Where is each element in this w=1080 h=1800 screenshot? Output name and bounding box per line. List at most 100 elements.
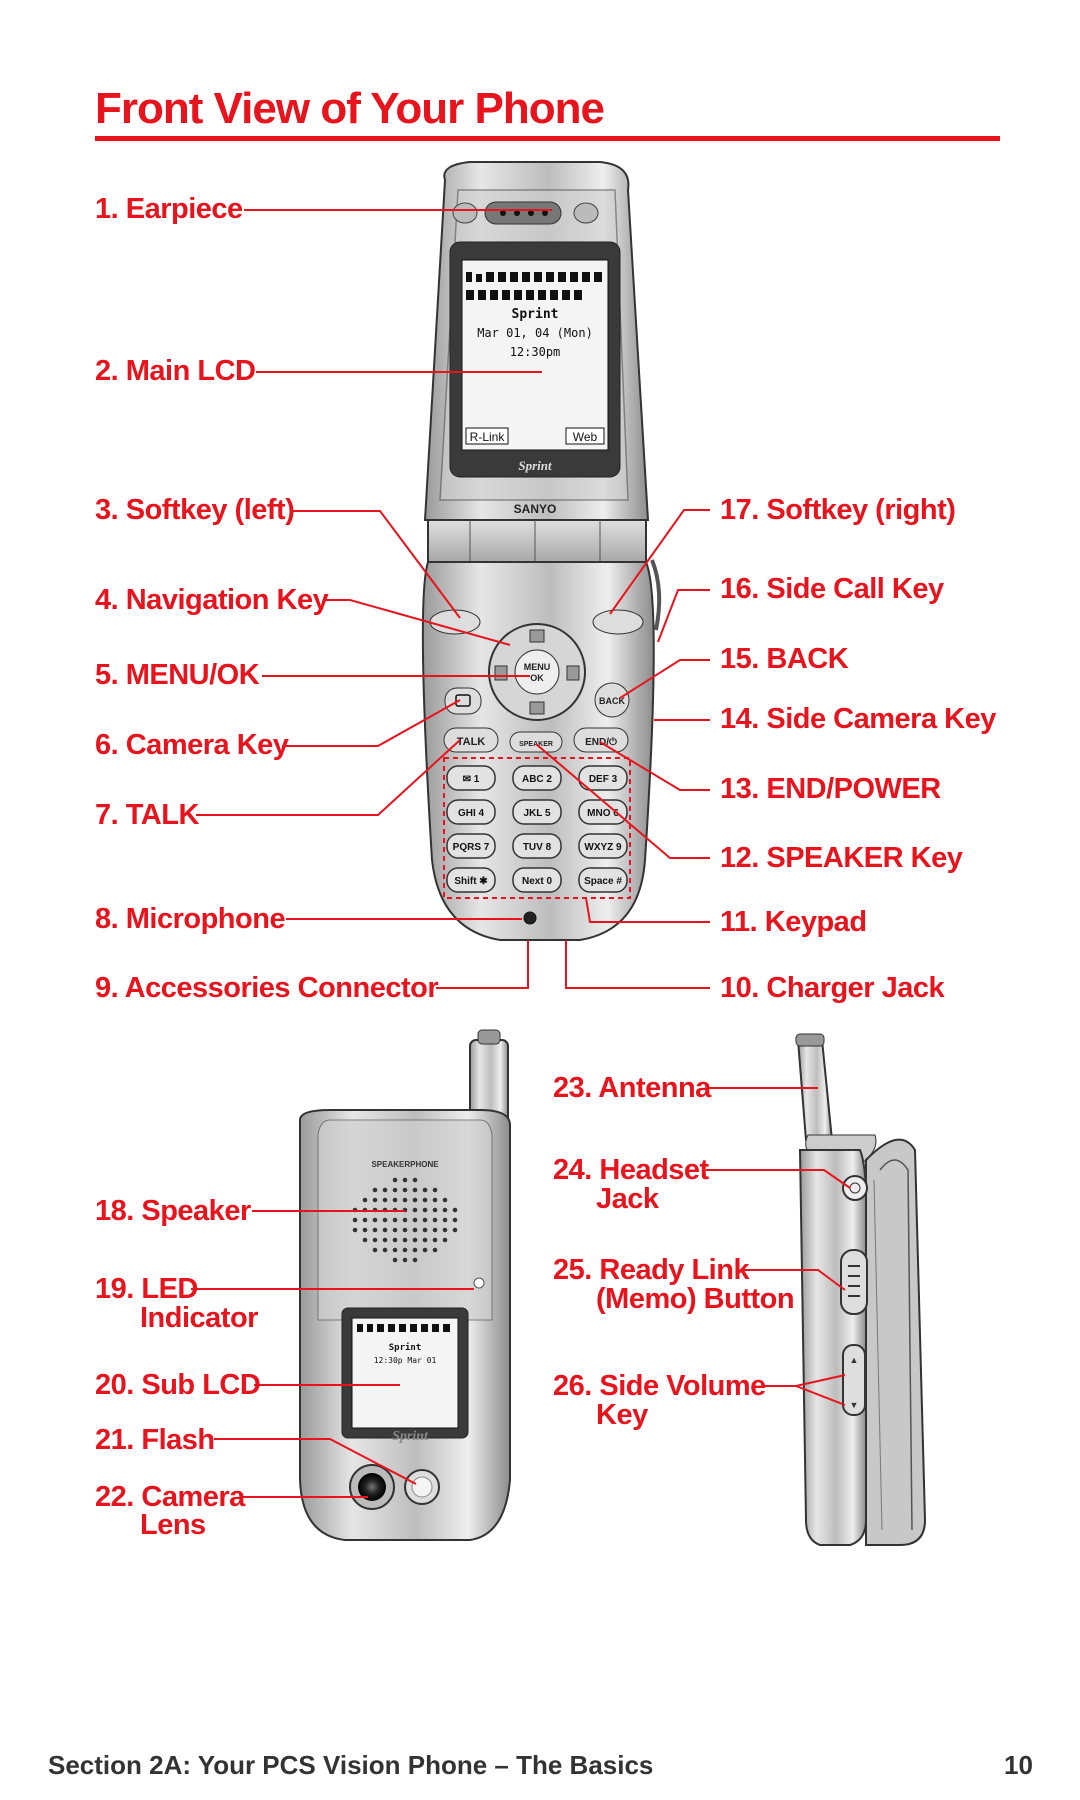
- speaker-hole: [402, 1217, 408, 1223]
- speaker-hole: [402, 1227, 408, 1233]
- speaker-hole: [382, 1227, 388, 1233]
- lcd-date: Mar 01, 04 (Mon): [477, 326, 593, 340]
- label-charger-jack: 10. Charger Jack: [720, 972, 945, 1004]
- speaker-hole: [412, 1217, 418, 1223]
- speaker-hole: [422, 1187, 428, 1193]
- side-phone: ▲ ▼: [795, 1033, 927, 1546]
- speaker-hole: [372, 1247, 378, 1253]
- speaker-hole: [352, 1227, 358, 1233]
- speaker-hole: [422, 1237, 428, 1243]
- menu-key-label: MENU: [524, 662, 551, 672]
- label-talk: 7. TALK: [95, 799, 199, 831]
- speaker-hole: [382, 1247, 388, 1253]
- keypad-key[interactable]: [578, 765, 628, 791]
- label-headset: 24. Headset: [553, 1154, 709, 1186]
- label-side-volume: 26. Side Volume: [553, 1370, 766, 1402]
- speaker-hole: [422, 1227, 428, 1233]
- speaker-hole: [452, 1207, 458, 1213]
- label-navigation-key: 4. Navigation Key: [95, 584, 329, 616]
- speaker-hole: [392, 1257, 398, 1263]
- speaker-hole: [432, 1247, 438, 1253]
- speaker-hole: [432, 1217, 438, 1223]
- speaker-hole: [412, 1227, 418, 1233]
- page-title: Front View of Your Phone: [95, 84, 605, 133]
- speaker-hole: [362, 1217, 368, 1223]
- label-menu-ok: 5. MENU/OK: [95, 659, 260, 691]
- ok-key-label: OK: [530, 673, 544, 683]
- speaker-hole: [372, 1237, 378, 1243]
- label-main-lcd: 2. Main LCD: [95, 355, 256, 387]
- footer-section: Section 2A: Your PCS Vision Phone – The …: [48, 1750, 654, 1780]
- speaker-hole: [382, 1197, 388, 1203]
- speaker-hole: [372, 1187, 378, 1193]
- keypad-key-label: ✉ 1: [463, 774, 480, 785]
- speaker-hole: [362, 1197, 368, 1203]
- speaker-hole: [442, 1207, 448, 1213]
- label-back: 15. BACK: [720, 643, 849, 675]
- keypad-key-label: PQRS 7: [453, 842, 490, 853]
- speaker-hole: [432, 1207, 438, 1213]
- speaker-hole: [402, 1257, 408, 1263]
- label-flash: 21. Flash: [95, 1424, 215, 1456]
- back-phone: SPEAKERPHONE Sprint 12:30p Mar 01 Sprint: [299, 1029, 511, 1541]
- speaker-hole: [422, 1207, 428, 1213]
- keypad-key[interactable]: [512, 799, 562, 825]
- keypad-key[interactable]: [578, 867, 628, 893]
- label-softkey-right: 17. Softkey (right): [720, 494, 956, 526]
- sprint-logo: Sprint: [518, 458, 552, 473]
- speaker-hole: [402, 1237, 408, 1243]
- speaker-hole: [432, 1187, 438, 1193]
- keypad-key[interactable]: [446, 765, 496, 791]
- keypad-key[interactable]: [512, 833, 562, 859]
- hinge: [427, 519, 647, 563]
- speaker-hole: [452, 1227, 458, 1233]
- keypad-key[interactable]: [446, 799, 496, 825]
- sub-lcd-time: 12:30p Mar 01: [374, 1356, 437, 1365]
- speaker-hole: [392, 1237, 398, 1243]
- label-sub-lcd: 20. Sub LCD: [95, 1369, 261, 1401]
- speaker-hole: [362, 1227, 368, 1233]
- sanyo-logo: SANYO: [514, 502, 557, 516]
- keypad-key[interactable]: [512, 765, 562, 791]
- keypad-key[interactable]: [512, 867, 562, 893]
- label-camera: 22. Camera: [95, 1481, 245, 1513]
- label-led: 19. LED: [95, 1273, 198, 1305]
- svg-text:▲: ▲: [850, 1355, 859, 1365]
- front-phone-upper: Sprint Mar 01, 04 (Mon) 12:30pm R-Link W…: [423, 161, 650, 521]
- label-memo-button: (Memo) Button: [596, 1283, 795, 1315]
- keypad-key[interactable]: [578, 833, 628, 859]
- speaker-hole: [382, 1187, 388, 1193]
- speaker-hole: [432, 1227, 438, 1233]
- speaker-hole: [352, 1217, 358, 1223]
- speaker-hole: [392, 1247, 398, 1253]
- speaker-hole: [402, 1247, 408, 1253]
- sub-lcd-carrier: Sprint: [389, 1342, 422, 1353]
- speaker-hole: [402, 1197, 408, 1203]
- label-softkey-left: 3. Softkey (left): [95, 494, 295, 526]
- title-rule: [95, 136, 1000, 141]
- label-led-indicator: Indicator: [140, 1302, 258, 1334]
- back-sprint-logo: Sprint: [392, 1429, 429, 1444]
- keypad-key-label: GHI 4: [458, 808, 485, 819]
- keypad-key[interactable]: [446, 833, 496, 859]
- speakerphone-label: SPEAKERPHONE: [371, 1160, 439, 1169]
- speaker-hole: [402, 1177, 408, 1183]
- speaker-hole: [442, 1197, 448, 1203]
- speaker-hole: [382, 1217, 388, 1223]
- keypad-key[interactable]: [446, 867, 496, 893]
- keypad-key-label: TUV 8: [523, 842, 552, 853]
- back-key-label: BACK: [599, 696, 625, 706]
- label-keypad: 11. Keypad: [720, 906, 867, 938]
- speaker-hole: [392, 1177, 398, 1183]
- keypad-key-label: Next 0: [522, 876, 552, 887]
- keypad-key-label: JKL 5: [523, 808, 550, 819]
- speaker-hole: [412, 1187, 418, 1193]
- speaker-hole: [412, 1207, 418, 1213]
- label-ready-link: 25. Ready Link: [553, 1254, 750, 1286]
- talk-key-label: TALK: [457, 736, 486, 748]
- speaker-hole: [412, 1237, 418, 1243]
- lcd-time: 12:30pm: [510, 345, 561, 359]
- keypad-key-label: Space #: [584, 876, 622, 887]
- speaker-hole: [382, 1237, 388, 1243]
- label-speaker-key: 12. SPEAKER Key: [720, 842, 963, 874]
